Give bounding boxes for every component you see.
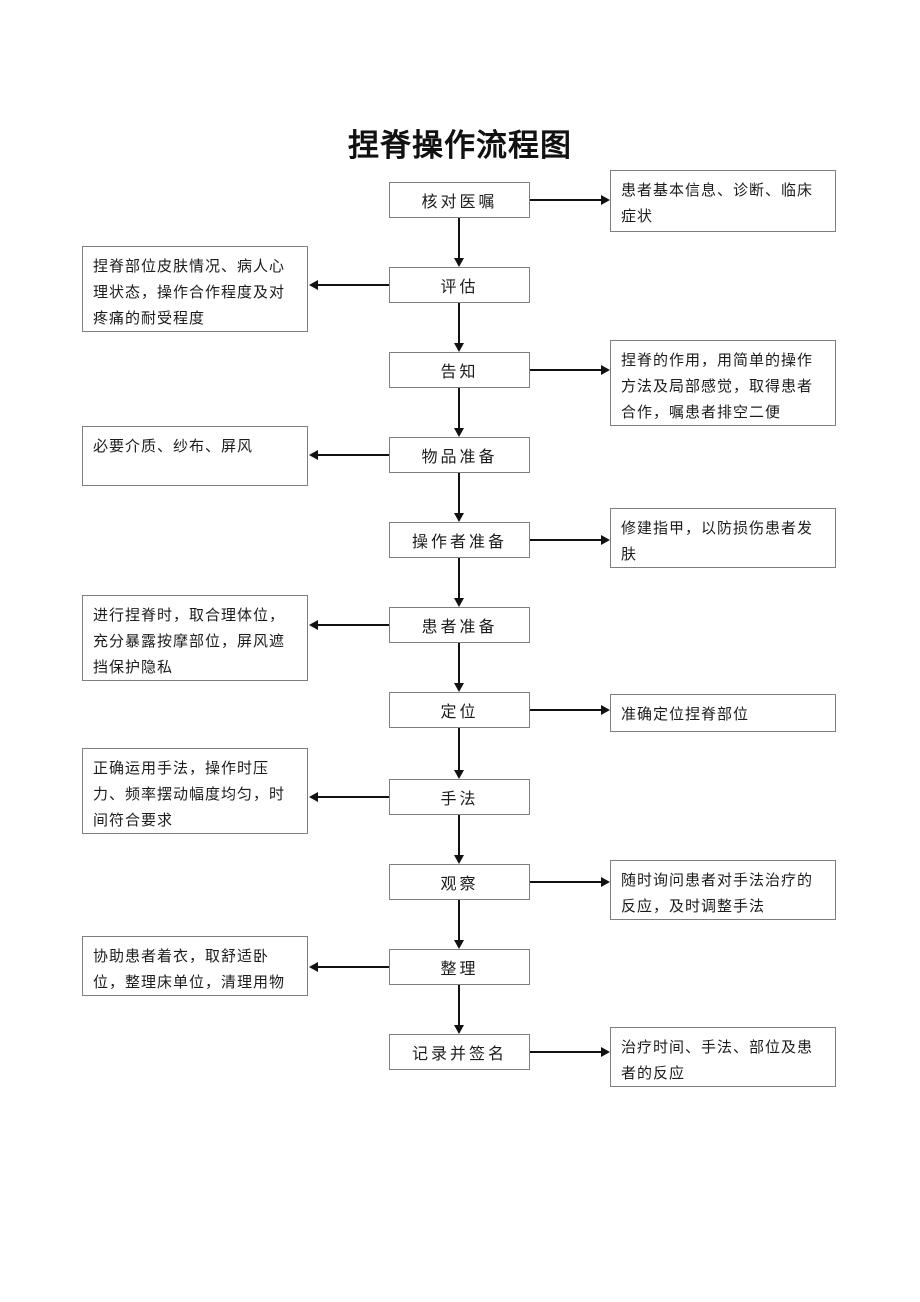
flow-arrow-down-icon [454, 643, 464, 692]
flow-arrow-down-icon [454, 900, 464, 949]
flow-arrow-down-icon [454, 473, 464, 522]
flow-arrow-down-icon [454, 388, 464, 437]
flow-arrow-down-icon [454, 303, 464, 352]
note-tidy-detail: 协助患者着衣，取舒适卧位，整理床单位，清理用物 [82, 936, 308, 996]
step-observe: 观察 [389, 864, 530, 900]
step-operator-prep: 操作者准备 [389, 522, 530, 558]
flow-arrow-left-icon [309, 792, 389, 802]
step-assess: 评估 [389, 267, 530, 303]
step-positioning: 定位 [389, 692, 530, 728]
step-patient-prep: 患者准备 [389, 607, 530, 643]
note-technique-detail: 正确运用手法，操作时压力、频率摆动幅度均匀，时间符合要求 [82, 748, 308, 834]
step-record-sign: 记录并签名 [389, 1034, 530, 1070]
flow-arrow-down-icon [454, 558, 464, 607]
note-patient-prep-detail: 进行捏脊时，取合理体位，充分暴露按摩部位，屏风遮挡保护隐私 [82, 595, 308, 681]
step-technique: 手法 [389, 779, 530, 815]
step-inform: 告知 [389, 352, 530, 388]
note-assess-detail: 捏脊部位皮肤情况、病人心理状态，操作合作程度及对疼痛的耐受程度 [82, 246, 308, 332]
flow-arrow-right-icon [530, 195, 610, 205]
note-positioning-detail: 准确定位捏脊部位 [610, 694, 836, 732]
flow-arrow-down-icon [454, 815, 464, 864]
flow-arrow-right-icon [530, 705, 610, 715]
note-orders-detail: 患者基本信息、诊断、临床症状 [610, 170, 836, 232]
note-observe-detail: 随时询问患者对手法治疗的反应，及时调整手法 [610, 860, 836, 920]
note-record-detail: 治疗时间、手法、部位及患者的反应 [610, 1027, 836, 1087]
flow-arrow-right-icon [530, 365, 610, 375]
flow-arrow-right-icon [530, 1047, 610, 1057]
page-title: 捏脊操作流程图 [348, 128, 572, 164]
flow-arrow-left-icon [309, 280, 389, 290]
step-item-prep: 物品准备 [389, 437, 530, 473]
step-verify-orders: 核对医嘱 [389, 182, 530, 218]
flow-arrow-right-icon [530, 535, 610, 545]
flow-arrow-left-icon [309, 450, 389, 460]
step-tidy: 整理 [389, 949, 530, 985]
flow-arrow-down-icon [454, 728, 464, 779]
note-supplies-detail: 必要介质、纱布、屏风 [82, 426, 308, 486]
note-inform-detail: 捏脊的作用，用简单的操作方法及局部感觉，取得患者合作，嘱患者排空二便 [610, 340, 836, 426]
flow-arrow-left-icon [309, 620, 389, 630]
flow-arrow-right-icon [530, 877, 610, 887]
flow-arrow-down-icon [454, 218, 464, 267]
flow-arrow-left-icon [309, 962, 389, 972]
flow-arrow-down-icon [454, 985, 464, 1034]
note-operator-prep-detail: 修建指甲，以防损伤患者发肤 [610, 508, 836, 568]
